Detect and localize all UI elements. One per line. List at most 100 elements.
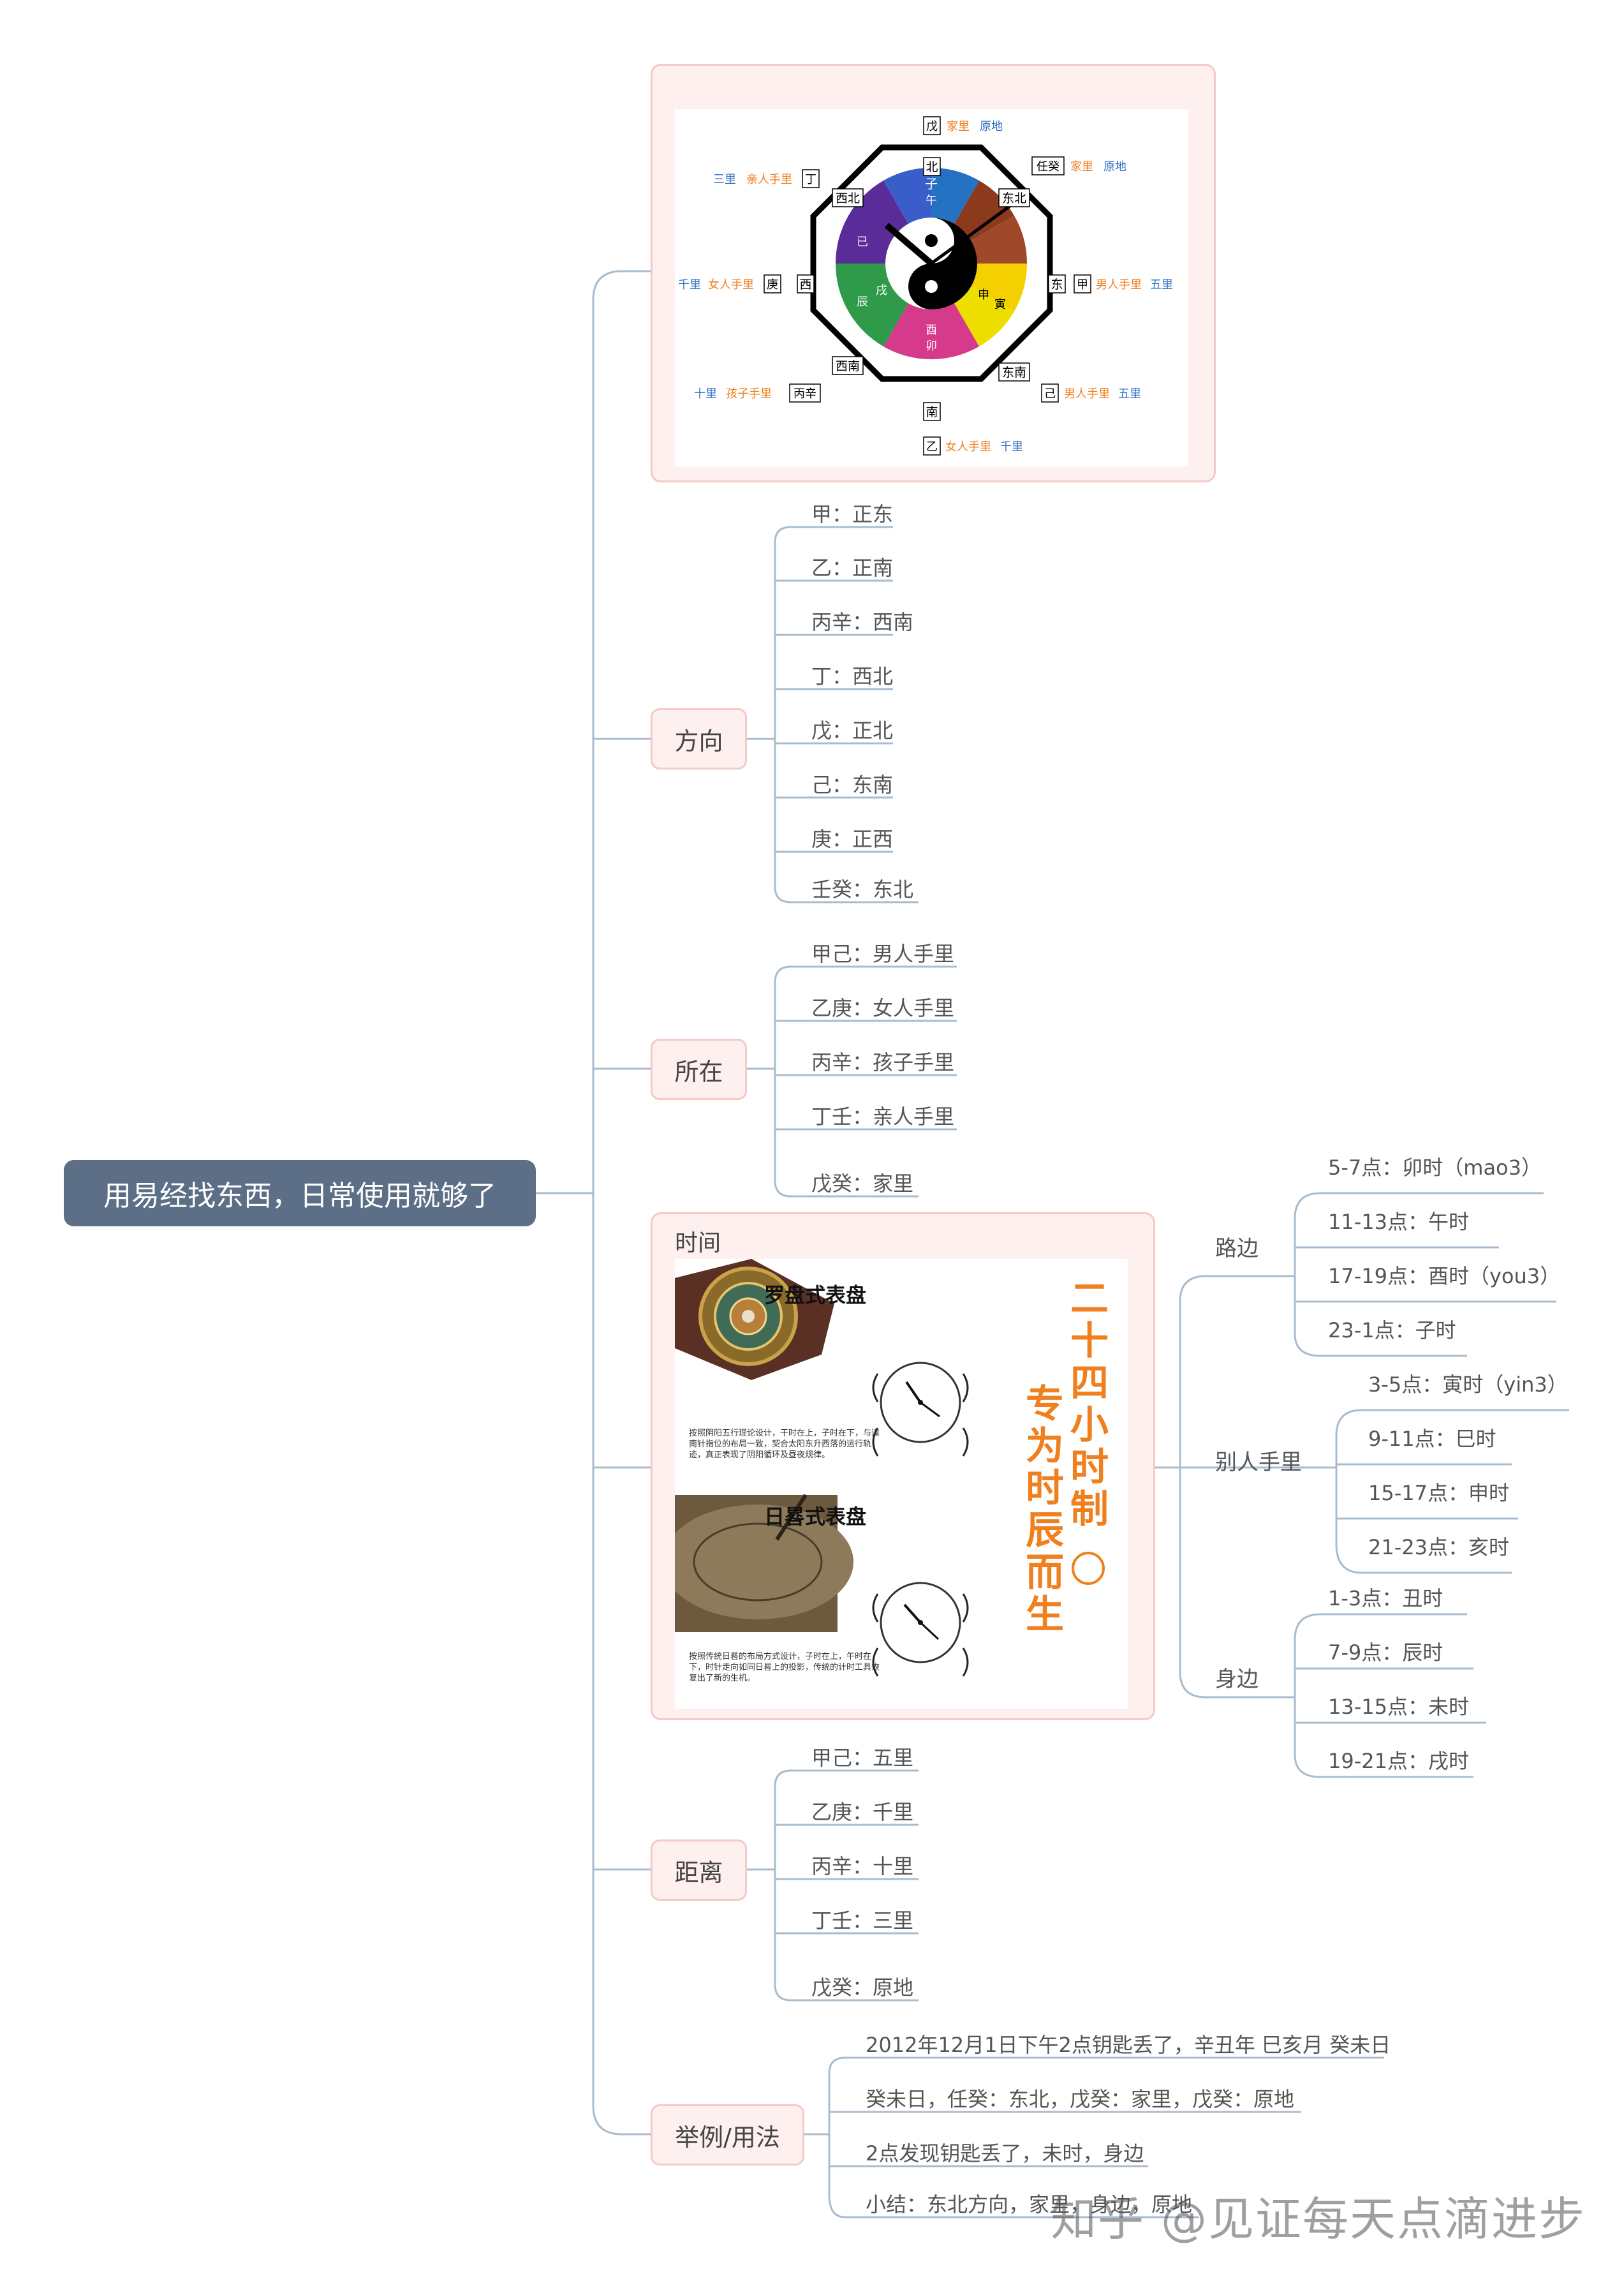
dir-southeast: 东南 (1002, 366, 1026, 380)
distance-item[interactable]: 丁壬：三里 (811, 1908, 914, 1933)
outer-label: 女人手里 (945, 440, 991, 454)
bagua-image: 子 午 卯 酉 已 申 寅 辰 戌 北 南 西 东 西北 (675, 109, 1188, 466)
location-item[interactable]: 丙辛：孩子手里 (811, 1050, 955, 1074)
outer-label: 女人手里 (708, 278, 754, 292)
time-item[interactable]: 13-15点：未时 (1328, 1695, 1469, 1719)
root-topic[interactable]: 用易经找东西，日常使用就够了 (64, 1160, 536, 1226)
outer-label: 三里 (713, 173, 736, 186)
outer-label: 千里 (678, 278, 701, 292)
watch-poster: 罗盘式表盘 日晷式表盘 按照阴阳五行理论设计 (662, 1259, 1128, 1709)
outer-label: 原地 (1104, 160, 1126, 174)
time-title: 时间 (675, 1230, 721, 1256)
time-item[interactable]: 1-3点：丑时 (1328, 1586, 1443, 1610)
distance-item[interactable]: 戊癸：原地 (811, 1975, 914, 2000)
topic-example[interactable]: 举例/用法 (651, 2104, 804, 2166)
dir-north: 北 (926, 160, 938, 174)
stem-rengui: 任癸 (1037, 160, 1059, 174)
dir-southwest: 西南 (836, 359, 860, 373)
stem-bingxin: 丙辛 (794, 387, 816, 401)
time-group-nearby[interactable]: 身边 (1215, 1667, 1259, 1692)
time-item[interactable]: 11-13点：午时 (1328, 1210, 1469, 1234)
stem-ji: 己 (1044, 387, 1056, 401)
outer-label: 家里 (947, 120, 970, 133)
distance-item[interactable]: 甲己：五里 (811, 1746, 914, 1770)
direction-item[interactable]: 乙：正南 (811, 556, 894, 580)
dir-northwest: 西北 (836, 191, 860, 205)
outer-label: 五里 (1150, 278, 1173, 292)
clock-face-sundial (880, 1582, 961, 1663)
topic-direction[interactable]: 方向 (651, 708, 747, 769)
location-item[interactable]: 戊癸：家里 (811, 1171, 914, 1196)
stem-yi: 乙 (926, 440, 938, 454)
time-item[interactable]: 5-7点：卯时（mao3） (1328, 1156, 1542, 1180)
topic-distance[interactable]: 距离 (651, 1839, 747, 1901)
poster-heading-compass: 罗盘式表盘 (764, 1283, 866, 1307)
branch-shen: 申 (978, 288, 989, 302)
outer-label: 原地 (980, 120, 1003, 133)
time-item[interactable]: 15-17点：申时 (1368, 1481, 1509, 1505)
branch-mao: 卯 (926, 339, 937, 353)
time-item[interactable]: 21-23点：亥时 (1368, 1535, 1509, 1559)
time-item[interactable]: 17-19点：酉时（you3） (1328, 1264, 1561, 1288)
dir-south: 南 (926, 405, 938, 419)
outer-label: 男人手里 (1096, 278, 1142, 292)
direction-item[interactable]: 丁：西北 (811, 664, 894, 688)
time-item[interactable]: 23-1点：子时 (1328, 1318, 1456, 1342)
stem-geng: 庚 (767, 278, 778, 292)
poster-slogan-24h: 二十四小时制 (1070, 1278, 1109, 1532)
direction-item[interactable]: 庚：正西 (811, 827, 894, 851)
location-item[interactable]: 甲己：男人手里 (811, 942, 955, 966)
location-item[interactable]: 丁壬：亲人手里 (811, 1104, 955, 1129)
branch-yin: 寅 (994, 298, 1006, 311)
poster-heading-sundial: 日晷式表盘 (764, 1505, 866, 1529)
time-group-roadside[interactable]: 路边 (1215, 1236, 1259, 1261)
outer-label: 家里 (1070, 160, 1093, 174)
clock-face-compass (880, 1362, 961, 1443)
outer-label: 亲人手里 (746, 173, 792, 186)
bagua-diagram: 子 午 卯 酉 已 申 寅 辰 戌 北 南 西 东 西北 (678, 116, 1173, 456)
topic-location[interactable]: 所在 (651, 1039, 747, 1100)
direction-item[interactable]: 己：东南 (811, 773, 894, 797)
watermark: 知乎 @见证每天点滴进步 (1051, 2192, 1586, 2246)
stem-jia: 甲 (1077, 278, 1088, 292)
direction-item[interactable]: 甲：正东 (811, 502, 894, 526)
outer-label: 男人手里 (1064, 387, 1110, 401)
distance-item[interactable]: 丙辛：十里 (811, 1854, 914, 1878)
dir-northeast: 东北 (1002, 191, 1026, 205)
time-item[interactable]: 19-21点：戌时 (1328, 1749, 1469, 1773)
direction-item[interactable]: 壬癸：东北 (811, 877, 914, 902)
distance-item[interactable]: 乙庚：千里 (811, 1800, 914, 1824)
dir-west: 西 (799, 278, 811, 292)
example-item[interactable]: 癸未日，任癸：东北，戊癸：家里，戊癸：原地 (866, 2087, 1295, 2111)
direction-item[interactable]: 丙辛：西南 (811, 610, 914, 634)
branch-xu: 戌 (876, 284, 887, 297)
topic-time[interactable]: 时间 罗盘式表盘 日晷式表盘 (651, 1212, 1155, 1720)
poster-caption-compass: 按照阴阳五行理论设计，干时在上，子时在下，与道南针指位的布局一致，契合太阳东升西… (689, 1429, 880, 1460)
bagua-panel: 子 午 卯 酉 已 申 寅 辰 戌 北 南 西 东 西北 (651, 64, 1216, 482)
branch-wu: 午 (926, 194, 937, 207)
location-item[interactable]: 乙庚：女人手里 (811, 996, 955, 1020)
time-item[interactable]: 9-11点：巳时 (1368, 1427, 1496, 1451)
stem-ding: 丁 (805, 173, 816, 186)
smile-clock-icon (1072, 1552, 1105, 1585)
time-group-others-hand[interactable]: 别人手里 (1215, 1450, 1302, 1475)
outer-label: 千里 (1000, 440, 1023, 454)
example-item[interactable]: 2012年12月1日下午2点钥匙丢了，辛丑年 巳亥月 癸未日 (866, 2033, 1391, 2057)
stem-wu: 戊 (926, 120, 938, 133)
watch-poster-art: 罗盘式表盘 日晷式表盘 按照阴阳五行理论设计 (662, 1259, 1128, 1709)
example-item[interactable]: 2点发现钥匙丢了，未时，身边 (866, 2141, 1144, 2166)
time-item[interactable]: 7-9点：辰时 (1328, 1640, 1443, 1665)
outer-label: 五里 (1118, 387, 1141, 401)
dir-east: 东 (1051, 278, 1063, 292)
branch-si: 已 (857, 235, 868, 249)
example-item[interactable]: 小结：东北方向，家里，身边，原地 (866, 2192, 1193, 2217)
time-item[interactable]: 3-5点：寅时（yin3） (1368, 1372, 1568, 1397)
direction-item[interactable]: 戊：正北 (811, 718, 894, 743)
outer-label: 十里 (694, 387, 717, 401)
poster-caption-sundial: 按照传统日晷的布局方式设计，子时在上，午时在下，时针走向如同日晷上的投影，传统的… (689, 1652, 880, 1683)
outer-label: 孩子手里 (726, 387, 772, 401)
branch-zi: 子 (925, 176, 938, 191)
branch-chen: 辰 (857, 295, 868, 309)
poster-slogan-shichen: 专为时辰而生 (1026, 1383, 1064, 1637)
